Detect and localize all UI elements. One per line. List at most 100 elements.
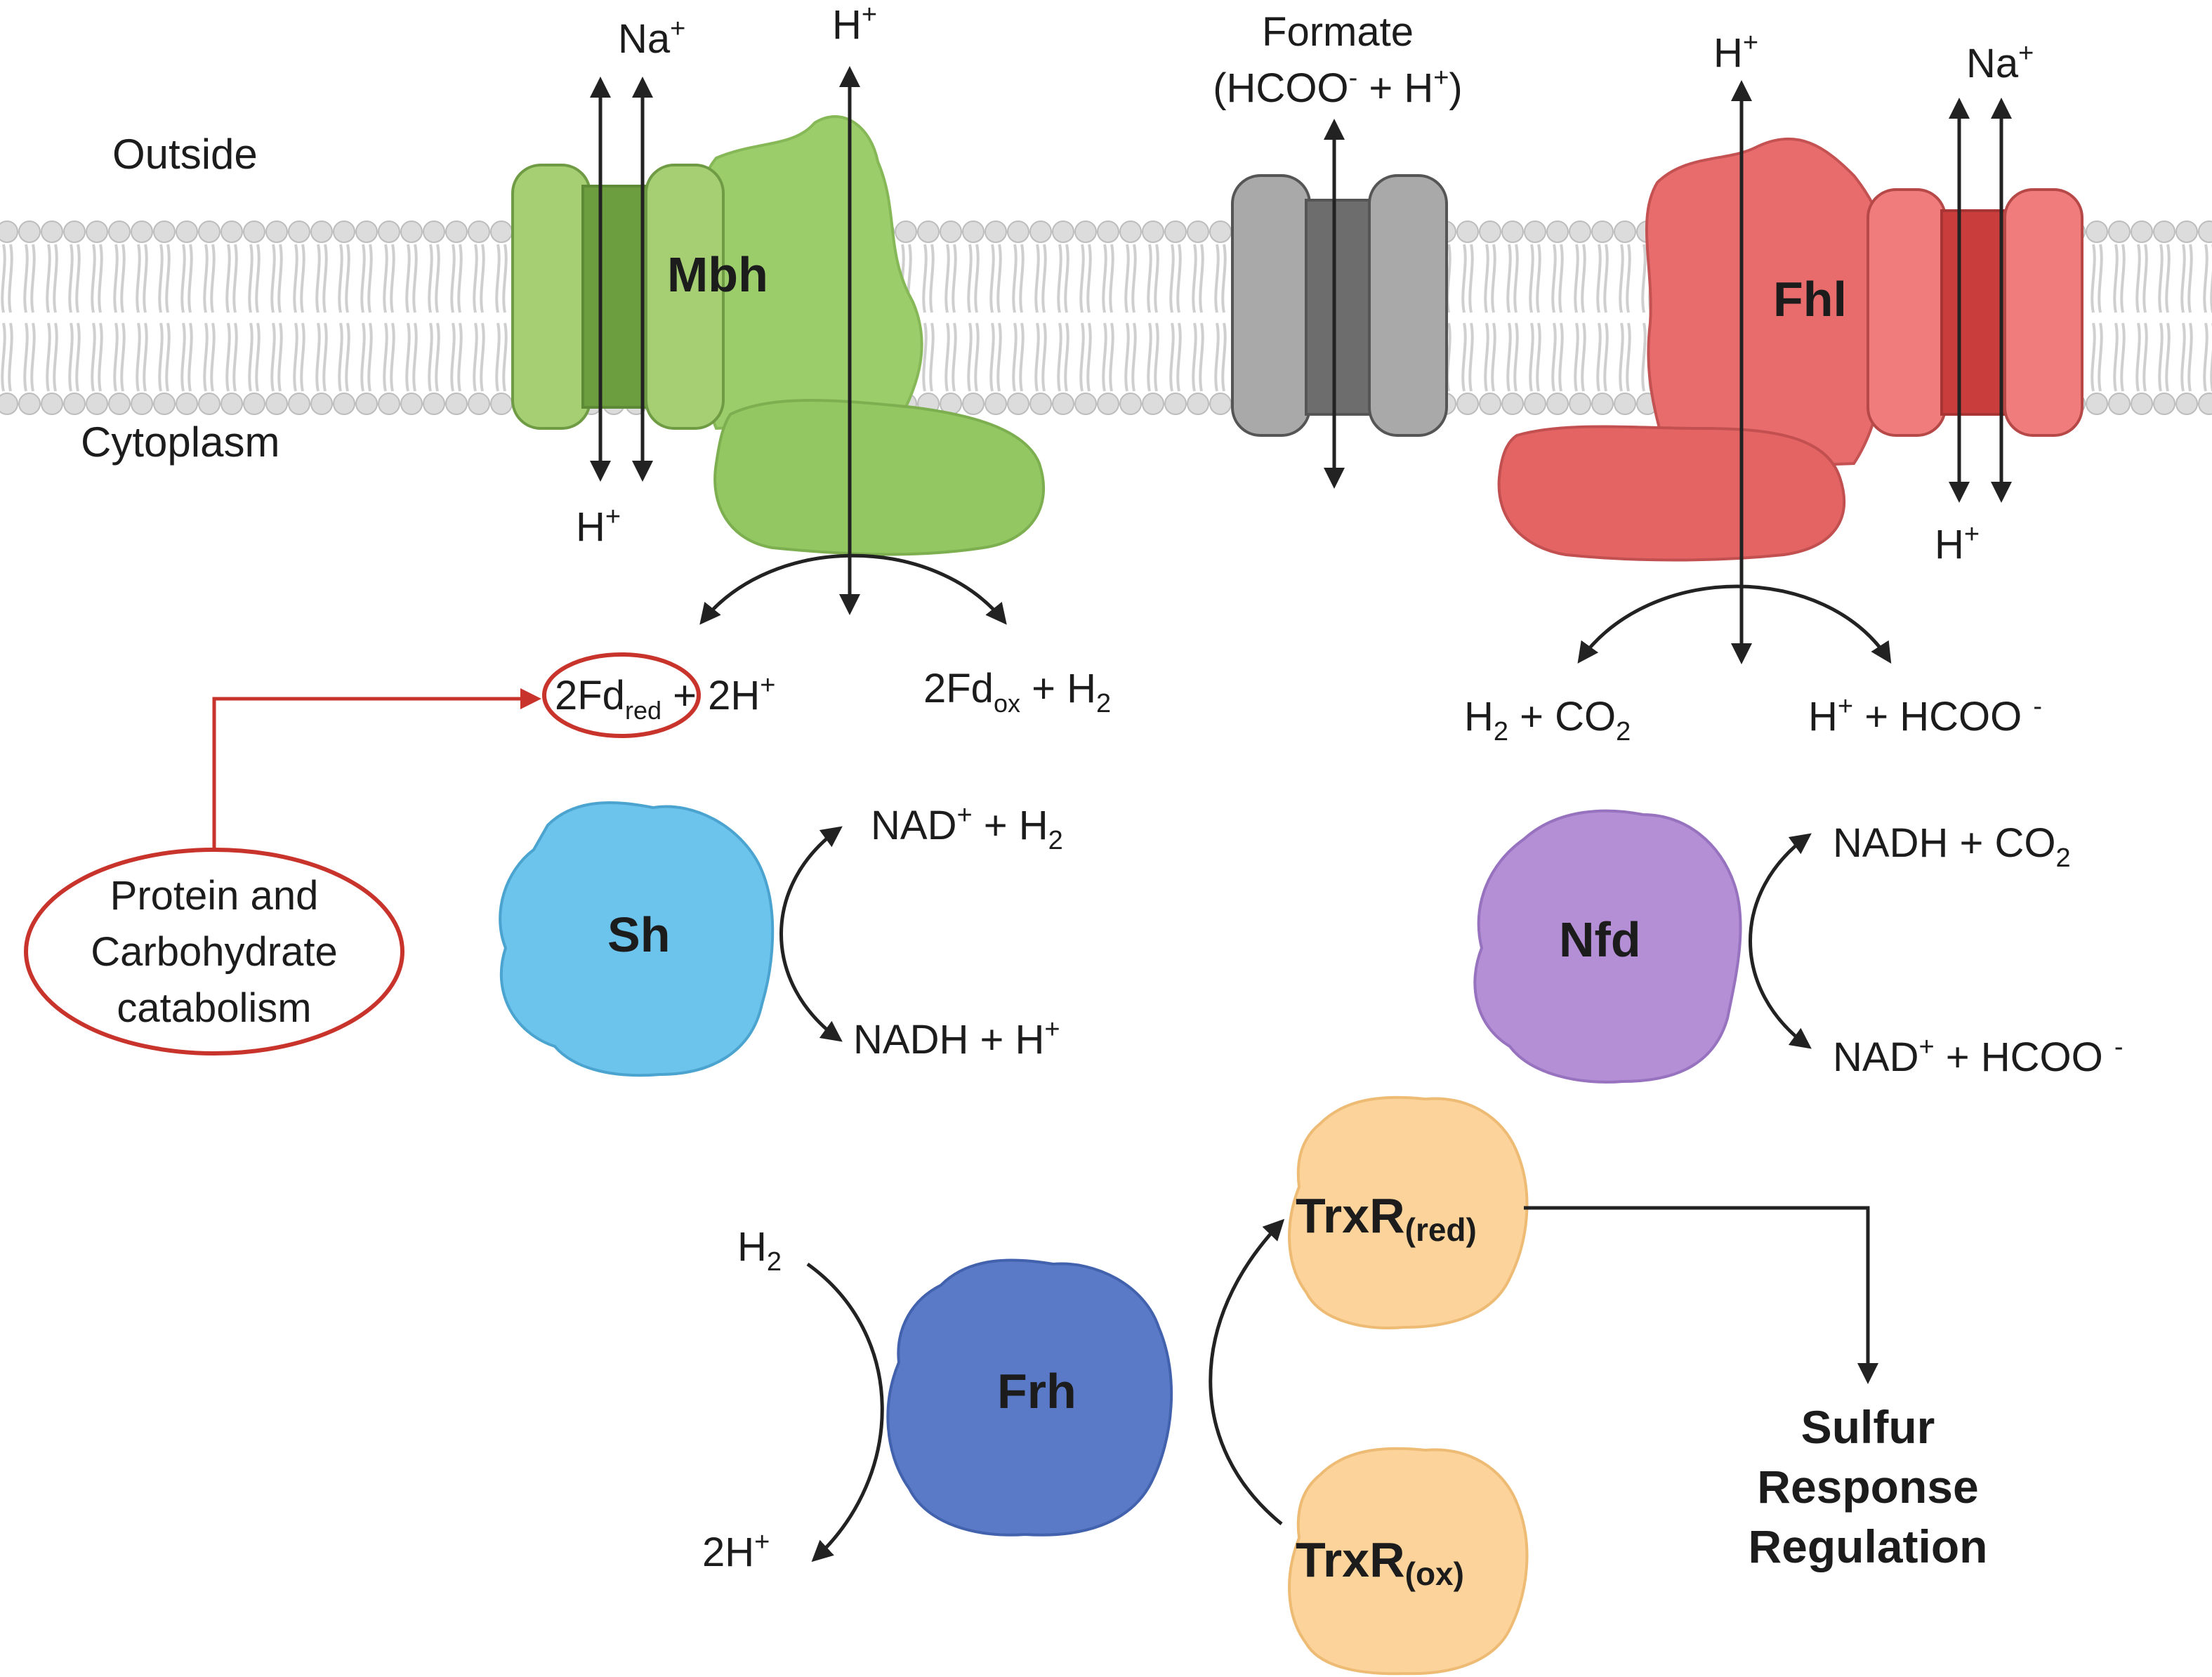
lipid-tail xyxy=(1109,322,1114,392)
lipid-head xyxy=(176,221,198,243)
lipid-tail xyxy=(46,322,51,392)
lipid-tail xyxy=(1199,322,1204,392)
lipid-tail xyxy=(1574,322,1579,392)
lipid-tail xyxy=(412,244,418,313)
lipid-tail xyxy=(457,244,463,313)
lipid-head xyxy=(1569,393,1591,415)
lipid-tail xyxy=(345,244,350,313)
mbh-complex: Mbh xyxy=(511,115,1046,556)
lipid-tail xyxy=(277,322,283,392)
lipid-tail xyxy=(1596,244,1602,313)
mbh-product-label: 2Fdox + H2 xyxy=(923,666,1111,718)
lipid-tail xyxy=(2113,244,2119,313)
lipid-tail xyxy=(450,322,456,392)
lipid-tail xyxy=(91,322,96,392)
lipid-head xyxy=(176,393,198,415)
lipid-tail xyxy=(2135,244,2141,313)
lipid-tail xyxy=(1506,244,1512,313)
lipid-tail xyxy=(1491,322,1496,392)
lipid-tail xyxy=(1506,322,1512,392)
lipid-head xyxy=(1524,393,1546,415)
lipid-tail xyxy=(23,244,29,313)
lipid-head xyxy=(1546,393,1569,415)
lipid-tail xyxy=(495,322,501,392)
lipid-head xyxy=(423,393,445,415)
sulfur-line-1: Sulfur xyxy=(1801,1401,1935,1453)
lipid-tail xyxy=(68,322,74,392)
lipid-tail xyxy=(2113,322,2119,392)
formate-label: Formate xyxy=(1262,9,1414,55)
fhl-na-top-label: Na+ xyxy=(1966,39,2034,86)
lipid-head xyxy=(1029,221,1052,243)
lipid-tail xyxy=(1558,244,1564,313)
lipid-head xyxy=(1119,393,1142,415)
lipid-tail xyxy=(495,244,501,313)
frh-bottom-label: 2H+ xyxy=(702,1527,770,1575)
nfd-blob xyxy=(1473,809,1742,1084)
frh-enzyme: Frh xyxy=(886,1258,1173,1537)
lipid-head xyxy=(2108,393,2131,415)
sh-bottom-label: NADH + H+ xyxy=(853,1015,1060,1063)
fhl-complex: Fhl xyxy=(1497,137,2083,562)
lipid-tail xyxy=(1529,322,1534,392)
lipid-head xyxy=(355,221,378,243)
lipid-tail xyxy=(1147,322,1152,392)
lipid-tail xyxy=(1619,244,1624,313)
lipid-tail xyxy=(1551,322,1557,392)
lipid-tail xyxy=(165,244,171,313)
lipid-head xyxy=(445,221,468,243)
lipid-tail xyxy=(944,244,950,313)
lipid-tail xyxy=(300,322,305,392)
nfd-enzyme: Nfd xyxy=(1473,809,1742,1084)
trxr-ox-label: TrxR(ox) xyxy=(1296,1532,1464,1592)
lipid-tail xyxy=(158,322,164,392)
lipid-head xyxy=(265,221,288,243)
lipid-tail xyxy=(136,322,141,392)
fhl-blob-upper xyxy=(1645,137,1892,473)
lipid-head xyxy=(198,221,220,243)
lipid-tail xyxy=(113,244,119,313)
lipid-head xyxy=(333,221,355,243)
lipid-tail xyxy=(143,244,148,313)
lipid-tail xyxy=(2158,322,2164,392)
nfd-label: Nfd xyxy=(1559,912,1641,967)
lipid-tail xyxy=(1461,244,1467,313)
lipid-tail xyxy=(1214,322,1220,392)
lipid-head xyxy=(1501,393,1524,415)
lipid-head xyxy=(1209,221,1232,243)
fd-red-highlight xyxy=(542,652,701,738)
lipid-head xyxy=(490,393,513,415)
lipid-head xyxy=(1142,221,1164,243)
frh-left-arc xyxy=(806,1262,884,1563)
lipid-tail xyxy=(2135,322,2141,392)
lipid-head xyxy=(2131,393,2153,415)
mbh-membrane-domain xyxy=(511,115,1046,556)
lipid-tail xyxy=(1468,322,1474,392)
lipid-head xyxy=(1456,221,1479,243)
lipid-tail xyxy=(91,244,96,313)
lipid-tail xyxy=(1019,322,1025,392)
lipid-tail xyxy=(165,322,171,392)
lipid-tail xyxy=(1603,244,1609,313)
lipid-tail xyxy=(120,322,126,392)
fhl-blob-lower xyxy=(1497,425,1846,562)
lipid-head xyxy=(265,393,288,415)
lipid-head xyxy=(1074,221,1097,243)
fhl-h-bottom-label: H+ xyxy=(1935,520,1980,567)
fhl-channel-right xyxy=(2003,188,2083,437)
lipid-head xyxy=(1591,393,1614,415)
lipid-tail xyxy=(1626,322,1631,392)
lipid-tail xyxy=(1626,244,1631,313)
lipid-tail xyxy=(944,322,950,392)
lipid-head xyxy=(108,393,131,415)
lipid-tail xyxy=(293,244,298,313)
lipid-tail xyxy=(450,244,456,313)
mbh-channel-left xyxy=(511,164,591,430)
lipid-head xyxy=(1187,393,1209,415)
fhl-h-top-label: H+ xyxy=(1713,28,1758,76)
sh-enzyme: Sh xyxy=(499,801,775,1077)
lipid-tail xyxy=(952,322,957,392)
lipid-tail xyxy=(8,244,13,313)
lipid-tail xyxy=(75,244,81,313)
mbh-blob-lower xyxy=(713,399,1046,556)
